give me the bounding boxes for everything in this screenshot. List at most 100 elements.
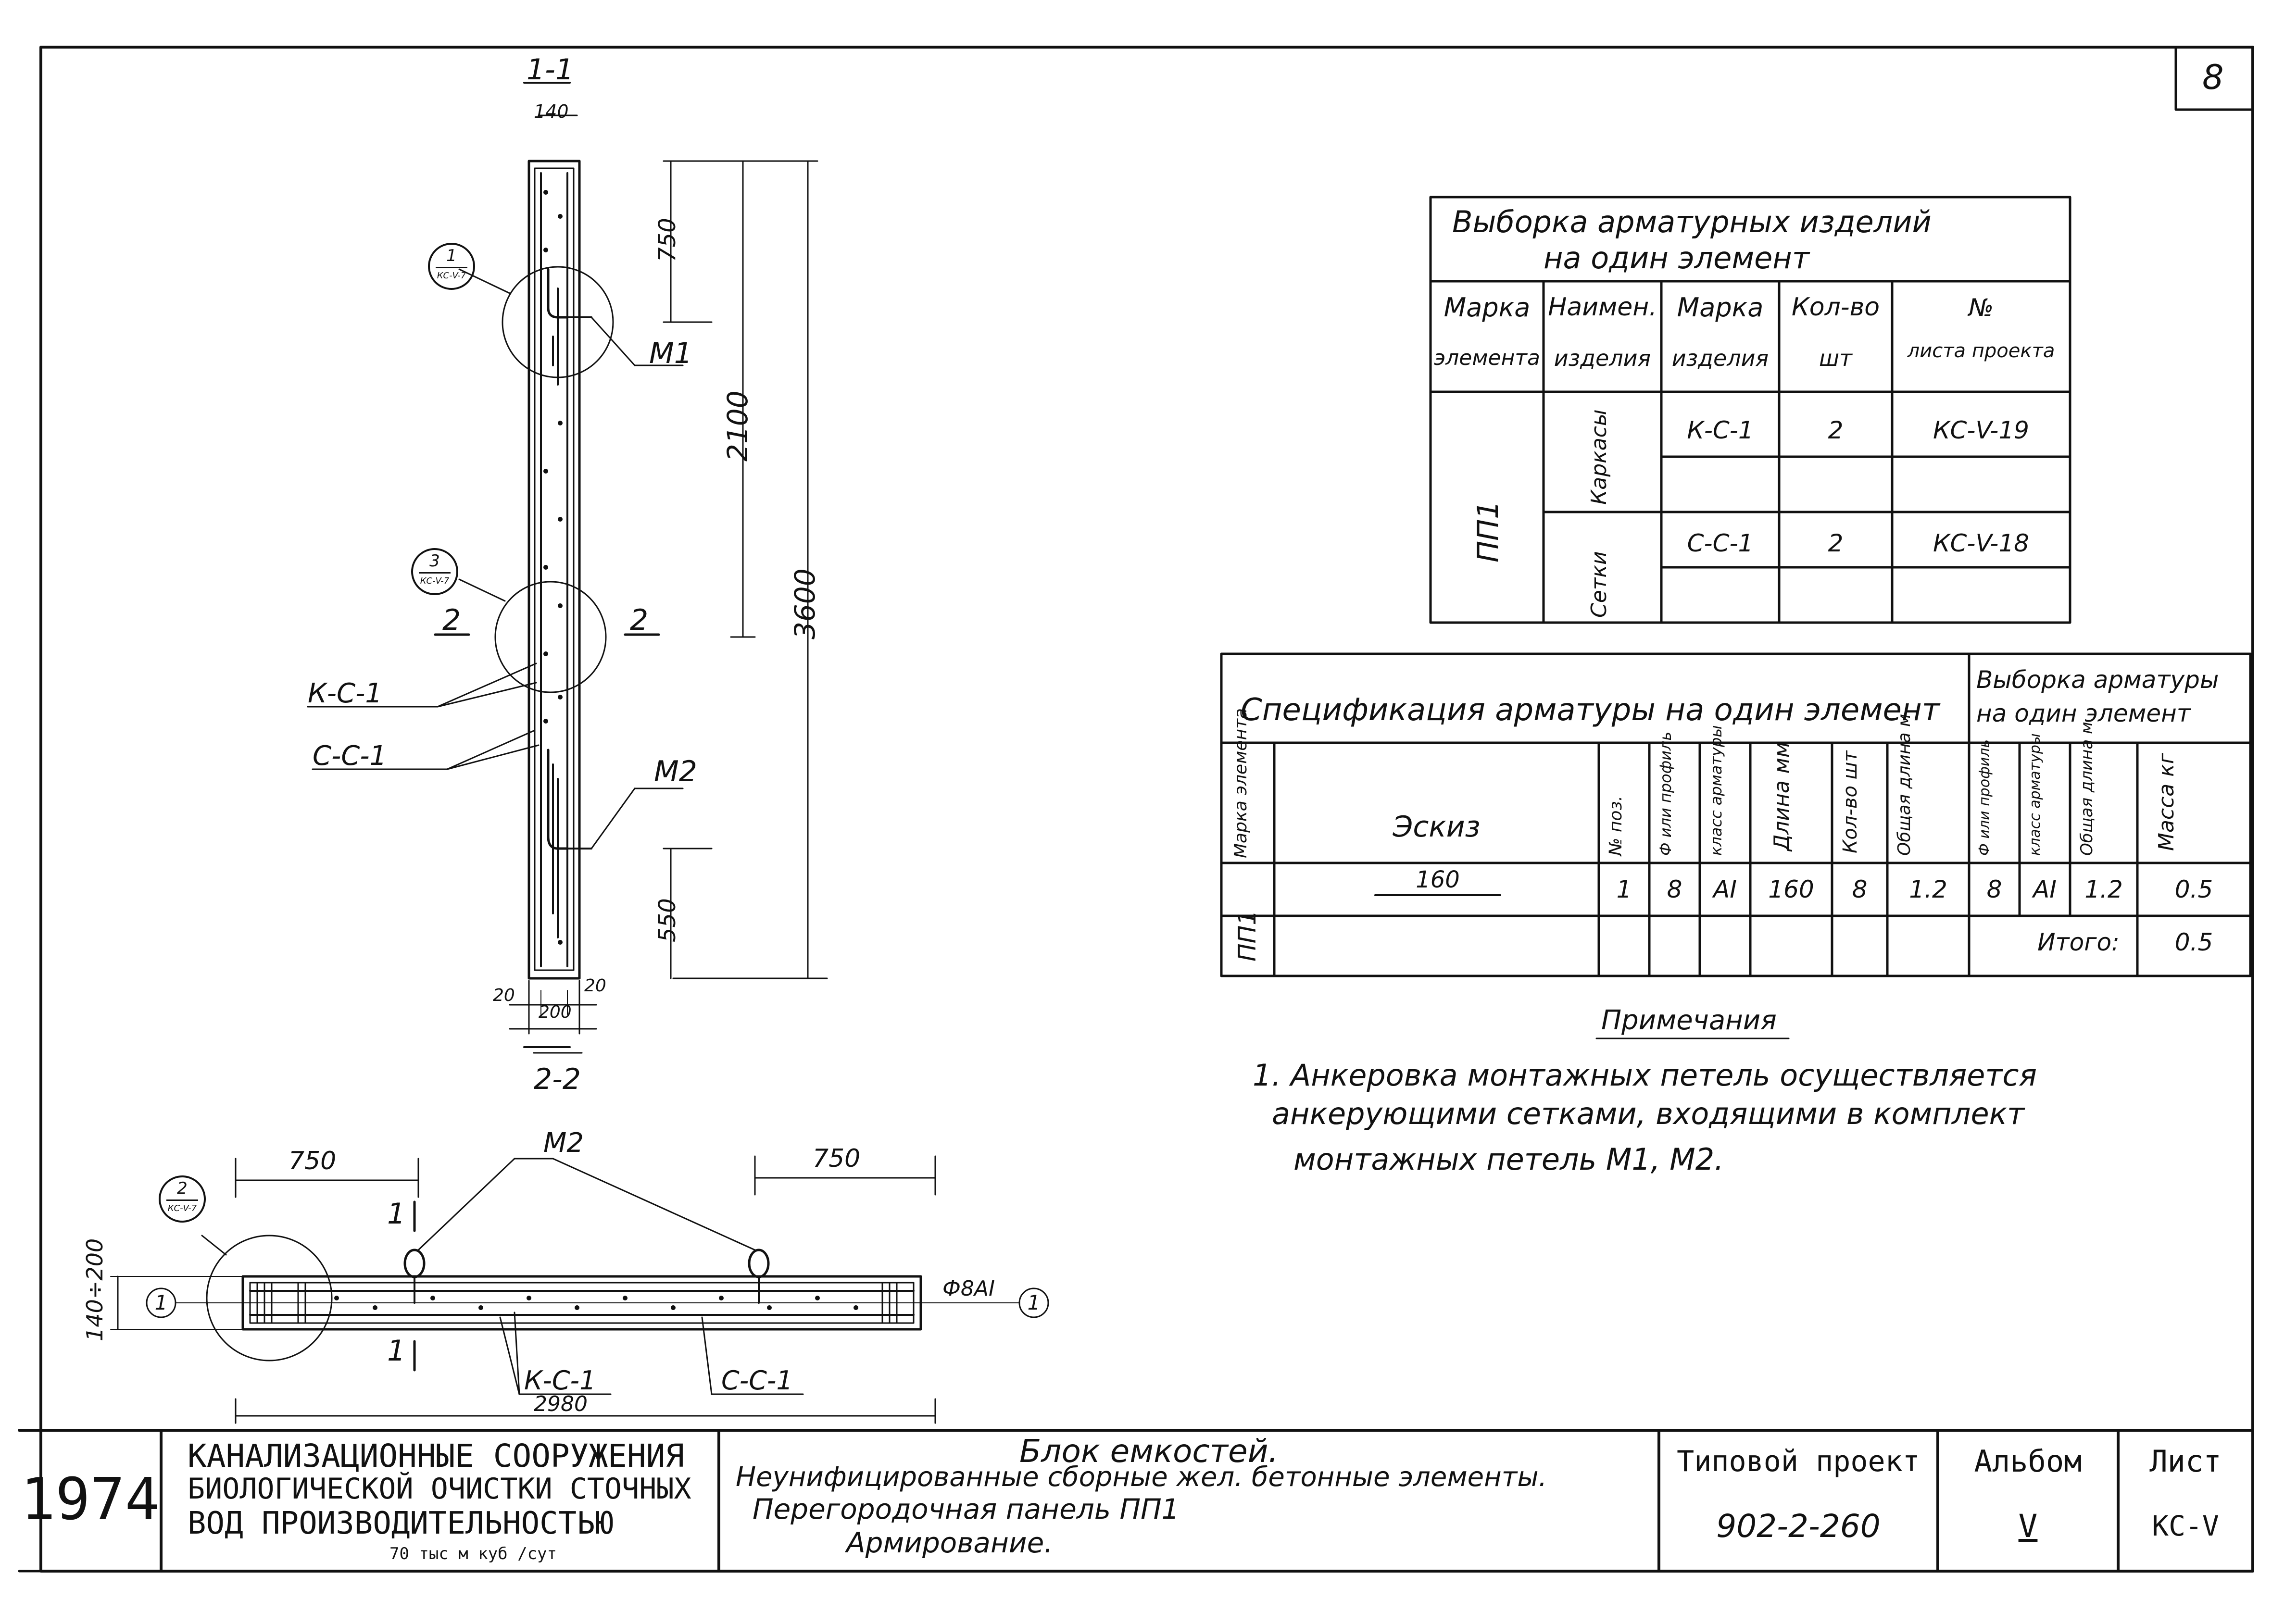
notes-line-2: анкерующими сетками, входящими в комплек…: [1272, 1096, 2025, 1131]
label-ss1-plan: С-С-1: [721, 1365, 793, 1396]
spec-col-class: класс арматуры: [1707, 725, 1725, 856]
spec-row-class: АI: [1713, 875, 1737, 903]
spec-element-pp1: ПП1: [1233, 910, 1261, 962]
tb-sheet-label: Лист: [2149, 1443, 2222, 1479]
dim-3600: 3600: [789, 568, 821, 639]
sel-element-pp1: ПП1: [1471, 500, 1505, 562]
sel-hdr-qty-1: Кол-во: [1791, 293, 1880, 322]
spec-table-grid: [1220, 652, 2252, 977]
spec-row-total: 1.2: [1909, 875, 1947, 903]
notes-title: Примечания: [1601, 1005, 1777, 1036]
label-ss1-vertical: С-С-1: [313, 740, 387, 772]
sel-hdr-mark-element-2: элемента: [1434, 345, 1540, 370]
tb-org-line-4: 70 тыс м куб /сут: [389, 1544, 557, 1563]
sel-row1-qty: 2: [1828, 416, 1844, 444]
sel-hdr-name-2: изделия: [1554, 345, 1651, 371]
title-block-grid: [18, 1429, 2254, 1573]
spec-col-pos: № поз.: [1606, 795, 1626, 856]
sel-hdr-name-1: Наимен.: [1548, 293, 1657, 322]
spec-sketch-dim: 160: [1416, 866, 1460, 893]
sel-row1-sheet: КС-V-19: [1933, 416, 2029, 444]
spec-col-mark: Марка элемента: [1231, 708, 1251, 858]
spec-row-r-total: 1.2: [2084, 875, 2123, 903]
section-mark-2-left: 2: [442, 603, 461, 637]
dim-2100: 2100: [721, 390, 754, 462]
sel-hdr-item-mark-2: изделия: [1671, 345, 1769, 371]
sheet-frame: [39, 46, 2254, 1573]
spec-total-label: Итого:: [2037, 928, 2120, 956]
node-ref-3-num: 3: [429, 551, 440, 571]
spec-col-r-total: Общая длина м: [2077, 722, 2096, 856]
selection-title-2: на один элемент: [1544, 240, 1809, 275]
label-ks1-plan: К-С-1: [524, 1365, 596, 1396]
sel-hdr-qty-2: шт: [1819, 345, 1852, 371]
spec-col-qty: Кол-во шт: [1839, 750, 1861, 853]
label-ks1-vertical: К-С-1: [308, 678, 382, 709]
dim-140-200: 140÷200: [82, 1238, 108, 1341]
tb-desc-line-2: Неунифицированные сборные жел. бетонные …: [736, 1462, 1547, 1493]
dim-550: 550: [654, 898, 681, 942]
node-ref-1: 1 КС-V-7: [428, 243, 475, 290]
node-ref-3: 3 КС-V-7: [411, 548, 458, 595]
sel-row1-mark: К-С-1: [1687, 416, 1754, 444]
tb-desc-line-1: Блок емкостей.: [1019, 1433, 1279, 1470]
sel-hdr-item-mark-1: Марка: [1677, 292, 1764, 323]
tb-project-label: Типовой проект: [1677, 1445, 1920, 1478]
loop-m2-label: M2: [654, 755, 697, 788]
rebar-dim-f8ai: Ф8АI: [942, 1276, 995, 1301]
loop-m1-label: M1: [649, 337, 692, 370]
sel-type-setki: Сетки: [1587, 551, 1611, 618]
spec-col-diam: Ф или профиль: [1657, 731, 1675, 856]
tb-org-line-2: БИОЛОГИЧЕСКОЙ ОЧИСТКИ СТОЧНЫХ: [188, 1472, 691, 1506]
spec-row-pos: 1: [1616, 875, 1632, 903]
tb-year: 1974: [21, 1466, 160, 1533]
cut-mark-1-top: 1: [387, 1197, 406, 1231]
spec-title-right-2: на один элемент: [1976, 700, 2191, 727]
selection-title-1: Выборка арматурных изделий: [1452, 204, 1932, 239]
dim-2980: 2980: [534, 1392, 588, 1416]
selection-table-grid: [1429, 196, 2071, 624]
tb-project-number: 902-2-260: [1716, 1507, 1881, 1545]
dim-750-top: 750: [654, 218, 681, 262]
tb-album-value: V: [2018, 1507, 2038, 1545]
dim-140-top: 140: [534, 101, 569, 122]
spec-col-r-class: класс арматуры: [2027, 733, 2044, 856]
spec-row-r-class: АI: [2033, 875, 2057, 903]
spec-col-sketch: Эскиз: [1393, 810, 1481, 844]
node-ref-2-num: 2: [177, 1179, 188, 1199]
spec-row-r-mass: 0.5: [2174, 875, 2213, 903]
dim-750-left: 750: [289, 1147, 337, 1175]
sheet-number: 8: [2202, 58, 2224, 97]
tb-org-line-1: КАНАЛИЗАЦИОННЫЕ СООРУЖЕНИЯ: [188, 1437, 685, 1474]
spec-col-r-diam: Ф или профиль: [1976, 739, 1993, 856]
notes-line-1: 1. Анкеровка монтажных петель осуществля…: [1253, 1058, 2037, 1093]
node-ref-1-num: 1: [446, 246, 457, 266]
node-ref-1-sheet: КС-V-7: [437, 271, 466, 281]
notes-line-3: монтажных петель М1, М2.: [1293, 1142, 1724, 1177]
tb-org-line-3: ВОД ПРОИЗВОДИТЕЛЬНОСТЬЮ: [188, 1506, 614, 1541]
section-2-2-title: 2-2: [534, 1062, 581, 1096]
loop-m2-label-plan: M2: [543, 1127, 584, 1159]
spec-title: Спецификация арматуры на один элемент: [1241, 692, 1940, 728]
spec-col-length: Длина мм: [1770, 741, 1794, 851]
sel-row2-sheet: КС-V-18: [1933, 529, 2029, 557]
spec-row-diam: 8: [1667, 875, 1682, 903]
dim-20-right: 20: [584, 976, 606, 996]
spec-title-right-1: Выборка арматуры: [1976, 666, 2219, 694]
spec-row-qty: 8: [1852, 875, 1868, 903]
section-2-2-drawing: [110, 1052, 1049, 1424]
sheet-number-box: [2174, 46, 2254, 111]
node-ref-3-sheet: КС-V-7: [420, 576, 450, 587]
sel-hdr-mark-element-1: Марка: [1444, 292, 1531, 323]
sel-type-karkasy: Каркасы: [1587, 409, 1611, 505]
spec-col-r-mass: Масса кг: [2154, 753, 2179, 851]
tb-desc-line-3: Перегородочная панель ПП1: [753, 1493, 1180, 1525]
dim-20-left: 20: [493, 986, 515, 1005]
sel-hdr-sheet-2: листа проекта: [1907, 340, 2055, 362]
cut-mark-1-bottom: 1: [387, 1334, 406, 1368]
sel-hdr-sheet-1: №: [1968, 293, 1994, 322]
rebar-pos-1-right: 1: [1027, 1290, 1041, 1314]
dim-200: 200: [539, 1002, 572, 1022]
section-mark-2-right: 2: [630, 603, 649, 637]
